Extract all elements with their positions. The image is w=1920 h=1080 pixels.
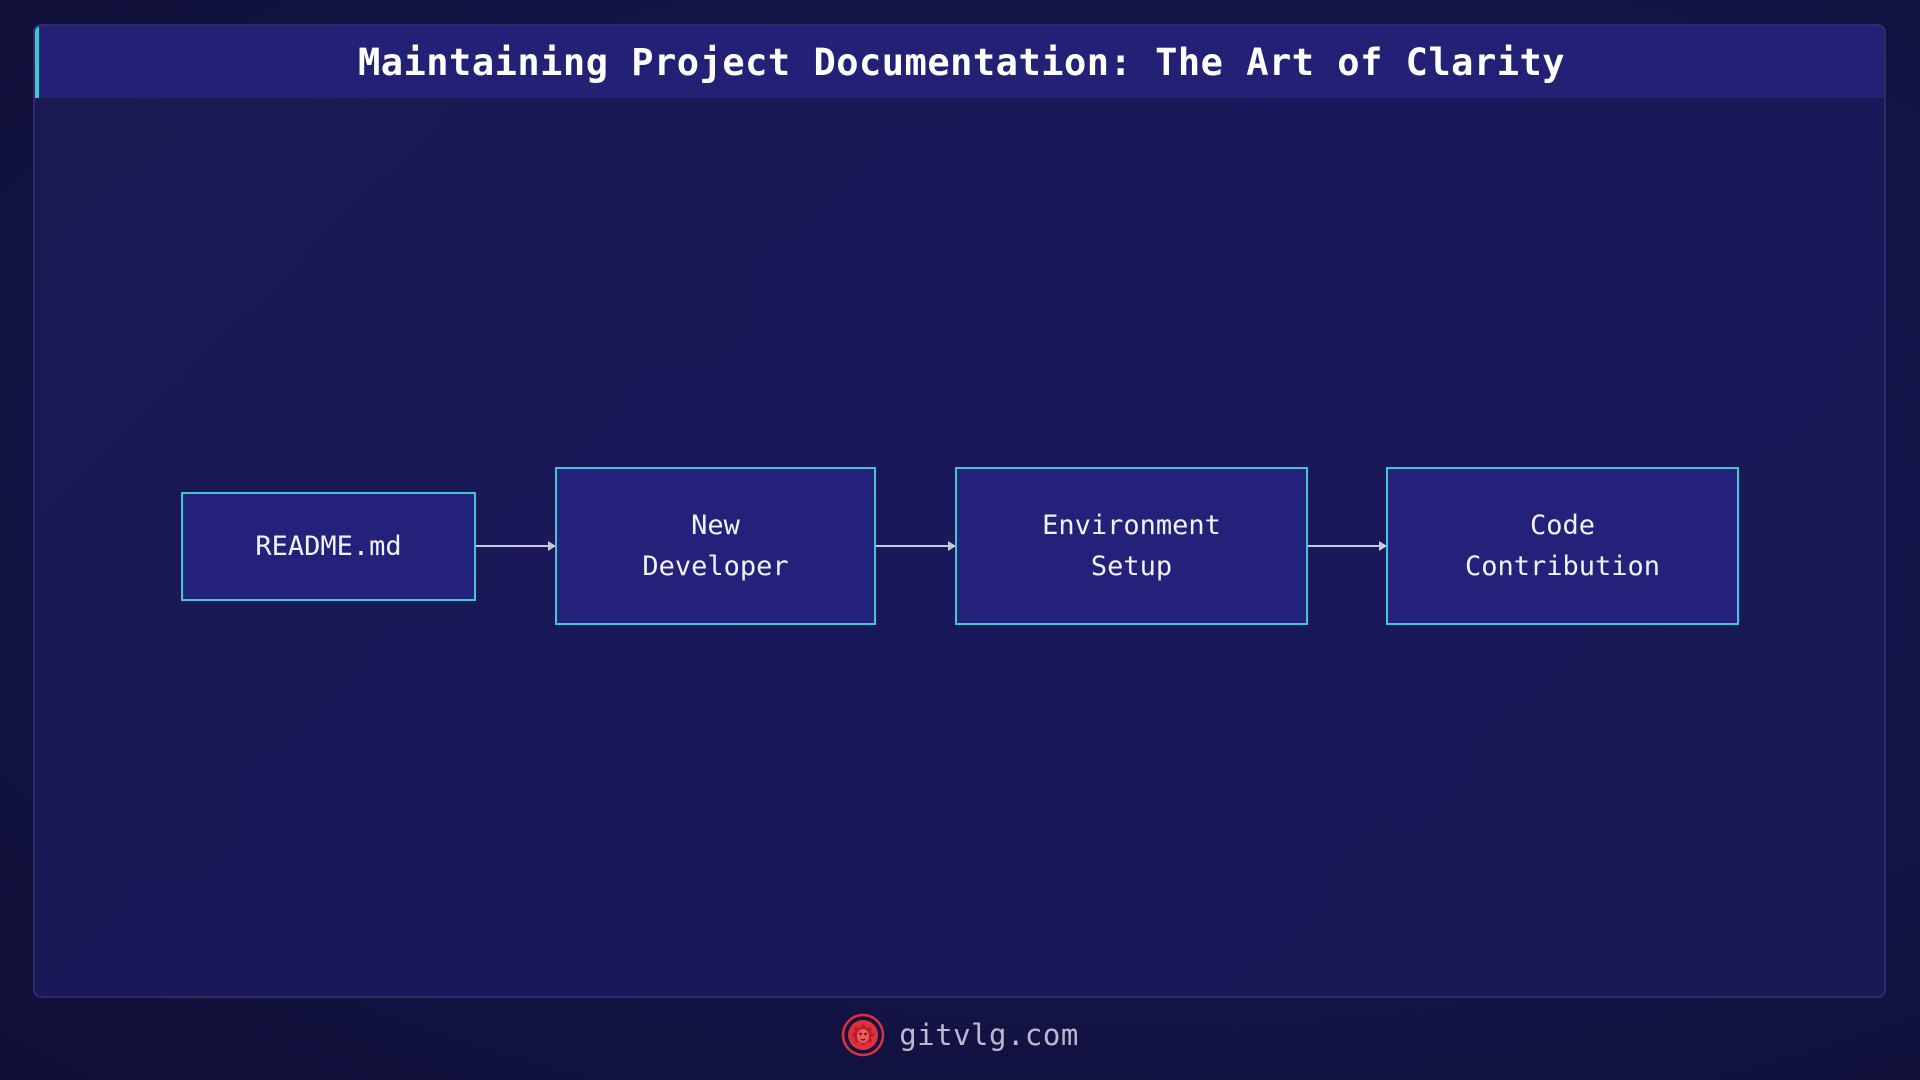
arrow-readme-to-developer bbox=[476, 541, 556, 551]
node-readme: README.md bbox=[181, 492, 476, 601]
node-new-developer: New Developer bbox=[555, 467, 876, 625]
diagram-title: Maintaining Project Documentation: The A… bbox=[357, 40, 1566, 84]
arrow-developer-to-environment bbox=[876, 541, 956, 551]
node-environment-setup: Environment Setup bbox=[955, 467, 1308, 625]
lion-head-logo-icon bbox=[841, 1013, 885, 1057]
title-bar: Maintaining Project Documentation: The A… bbox=[35, 26, 1884, 98]
footer: gitvlg.com bbox=[0, 1010, 1920, 1060]
arrow-environment-to-contribution bbox=[1308, 541, 1387, 551]
footer-site[interactable]: gitvlg.com bbox=[899, 1018, 1079, 1052]
node-code-contribution: Code Contribution bbox=[1386, 467, 1739, 625]
